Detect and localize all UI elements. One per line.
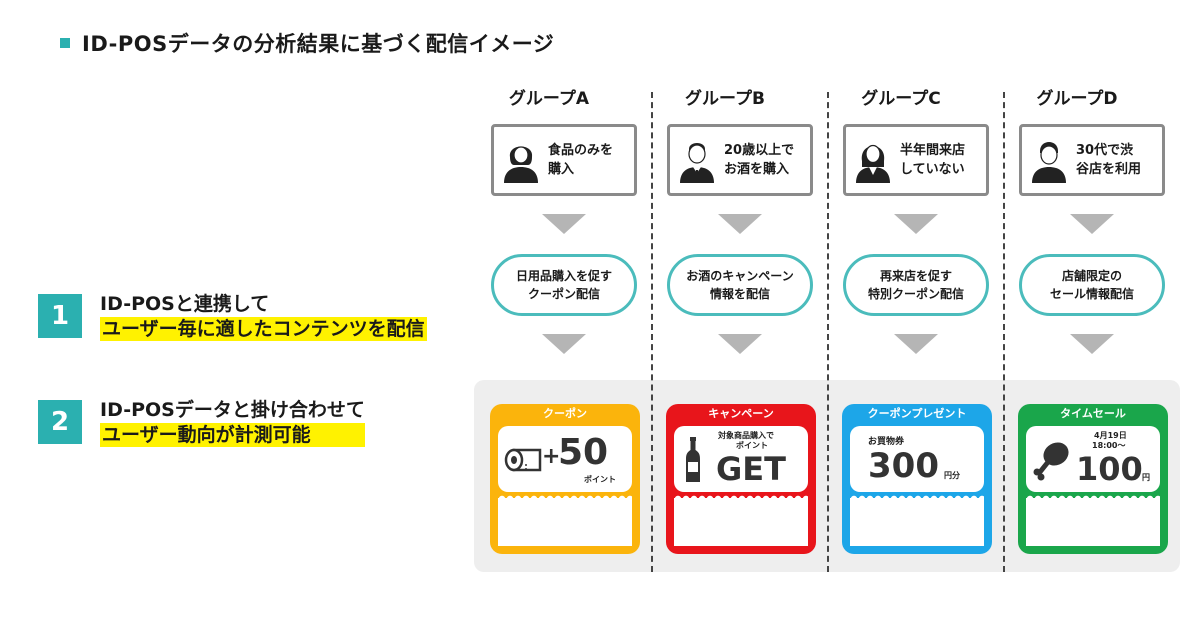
woman-user-icon [504, 146, 538, 183]
action-line-1: 日用品購入を促す [515, 269, 612, 283]
delivery-action: 店舗限定のセール情報配信 [1019, 254, 1165, 316]
coupon-stub [674, 493, 808, 546]
arrow-down-icon [542, 334, 586, 354]
delivery-action: 日用品購入を促すクーポン配信 [491, 254, 637, 316]
point-list-2: 2 ID-POSデータと掛け合わせて ユーザー動向が計測可能 [38, 398, 365, 475]
group-column-b: グループB 20歳以上でお酒を購入 お酒のキャンペーン情報を配信 [660, 84, 820, 354]
coupon-unit: 円 [1142, 473, 1150, 482]
coupon-body: + 50 ポイント [498, 426, 632, 492]
coupon-label: お買物券 [868, 437, 905, 447]
persona-text-line-2: お酒を購入 [724, 162, 790, 177]
coupon-time: 18:00～ [1092, 441, 1126, 450]
group-column-d: グループD 30代で渋谷店を利用 店舗限定のセール情報配信 [1012, 84, 1172, 354]
group-title: グループC [861, 89, 941, 109]
arrow-down-icon [718, 334, 762, 354]
point-list: 1 ID-POSと連携して ユーザー毎に適したコンテンツを配信 [38, 292, 427, 369]
coupon-stub [850, 493, 984, 546]
column-divider [651, 92, 653, 572]
action-line-1: 再来店を促す [879, 269, 952, 283]
point-line-1: ID-POSデータと掛け合わせて [100, 399, 365, 421]
group-column-c: グループC 半年間来店していない 再来店を促す特別クーポン配信 [836, 84, 996, 354]
coupon-card-a[interactable]: クーポン + 50 ポイント [490, 404, 640, 554]
toilet-paper-icon [504, 448, 542, 472]
group-title: グループA [508, 89, 590, 109]
point-1: 1 ID-POSと連携して ユーザー毎に適したコンテンツを配信 [38, 292, 427, 341]
action-line-1: お酒のキャンペーン [686, 269, 794, 283]
title-bullet [60, 38, 70, 48]
persona-box: 半年間来店していない [843, 124, 989, 196]
point-number: 2 [38, 400, 82, 444]
coupon-header: クーポン [543, 407, 587, 420]
coupon-body: 対象商品購入で ポイント GET [674, 426, 808, 492]
coupon-header: タイムセール [1060, 407, 1126, 420]
arrow-down-icon [894, 334, 938, 354]
persona-text-line-2: していない [900, 162, 965, 177]
group-title: グループD [1036, 89, 1118, 109]
persona-text-line-2: 谷店を利用 [1076, 162, 1142, 177]
action-line-2: 特別クーポン配信 [867, 287, 964, 301]
arrow-down-icon [718, 214, 762, 234]
delivery-action: お酒のキャンペーン情報を配信 [667, 254, 813, 316]
group-column-a: グループA 食品のみを購入 日用品購入を促すクーポン配信 [484, 84, 644, 354]
coupon-header: キャンペーン [708, 407, 774, 420]
column-divider [827, 92, 829, 572]
chicken-leg-icon [1033, 442, 1069, 481]
point-line-2-highlight: ユーザー毎に適したコンテンツを配信 [100, 317, 427, 341]
plus-sign: + [542, 444, 561, 469]
persona-text-line-1: 20歳以上で [724, 143, 795, 158]
arrow-down-icon [1070, 334, 1114, 354]
coupon-body: 4月19日 18:00～ 100 円 [1026, 426, 1160, 492]
man-user-icon [1032, 142, 1066, 183]
group-title: グループB [685, 89, 765, 109]
persona-box: 食品のみを購入 [491, 124, 637, 196]
persona-box: 30代で渋谷店を利用 [1019, 124, 1165, 196]
coupon-value: GET [716, 450, 786, 488]
coupon-value: 300 [868, 446, 939, 486]
coupon-body: お買物券 300 円分 [850, 426, 984, 492]
coupon-date: 4月19日 [1094, 431, 1127, 440]
coupon-stub [498, 493, 632, 546]
bottle-icon [686, 437, 700, 482]
coupon-sub-line-2: ポイント [736, 441, 768, 450]
businessman-icon [680, 143, 714, 183]
delivery-action: 再来店を促す特別クーポン配信 [843, 254, 989, 316]
arrow-down-icon [542, 214, 586, 234]
arrow-down-icon [894, 214, 938, 234]
point-2: 2 ID-POSデータと掛け合わせて ユーザー動向が計測可能 [38, 398, 365, 447]
coupon-unit: ポイント [584, 475, 616, 484]
coupon-value: 50 [558, 432, 609, 473]
persona-text-line-2: 購入 [548, 162, 575, 177]
persona-text-line-1: 半年間来店 [900, 143, 966, 158]
column-divider [1003, 92, 1005, 572]
coupon-stub [1026, 493, 1160, 546]
action-line-2: クーポン配信 [527, 287, 600, 301]
coupon-value: 100 [1076, 450, 1143, 488]
action-line-2: セール情報配信 [1049, 287, 1134, 301]
persona-text-line-1: 食品のみを [548, 143, 614, 158]
coupon-card-c[interactable]: クーポンプレゼント お買物券 300 円分 [842, 404, 992, 554]
coupon-sub-line-1: 対象商品購入で [718, 431, 774, 440]
persona-text-line-1: 30代で渋 [1076, 143, 1134, 158]
point-number: 1 [38, 294, 82, 338]
page-title: ID-POSデータの分析結果に基づく配信イメージ [82, 32, 555, 56]
coupon-card-b[interactable]: キャンペーン 対象商品購入で ポイント GET [666, 404, 816, 554]
action-line-2: 情報を配信 [709, 287, 770, 301]
coupon-card-d[interactable]: タイムセール 4月19日 18:00～ 100 円 [1018, 404, 1168, 554]
point-line-2-highlight: ユーザー動向が計測可能 [100, 423, 365, 447]
persona-box: 20歳以上でお酒を購入 [667, 124, 813, 196]
page-title-row: ID-POSデータの分析結果に基づく配信イメージ [60, 28, 554, 58]
coupon-header: クーポンプレゼント [867, 407, 967, 420]
arrow-down-icon [1070, 214, 1114, 234]
coupon-unit: 円分 [944, 471, 960, 480]
action-line-1: 店舗限定の [1061, 269, 1122, 283]
woman-suit-icon [856, 144, 890, 183]
point-line-1: ID-POSと連携して [100, 293, 270, 315]
